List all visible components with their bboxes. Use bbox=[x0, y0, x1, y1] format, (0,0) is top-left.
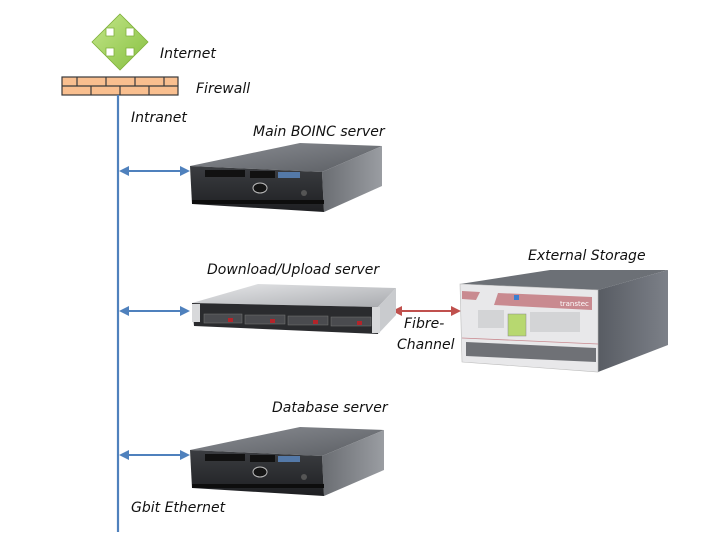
internet-label: Internet bbox=[160, 46, 216, 62]
fibre-label-line2: Channel bbox=[397, 337, 455, 353]
storage-label: External Storage bbox=[528, 248, 646, 264]
fibre-label-line1: Fibre- bbox=[404, 316, 445, 332]
db-server-icon bbox=[190, 427, 384, 496]
firewall-icon bbox=[61, 76, 179, 96]
main-server-label: Main BOINC server bbox=[253, 124, 385, 140]
internet-icon bbox=[91, 13, 149, 71]
ethernet-label: Gbit Ethernet bbox=[131, 500, 226, 516]
storage-brand-label: transtec bbox=[560, 300, 589, 308]
db-server-label: Database server bbox=[272, 400, 388, 416]
dl-server-icon bbox=[192, 284, 396, 334]
dl-server-label: Download/Upload server bbox=[207, 262, 380, 278]
intranet-label: Intranet bbox=[131, 110, 187, 126]
storage-icon: transtec bbox=[459, 270, 668, 373]
firewall-label: Firewall bbox=[196, 81, 251, 97]
main-server-icon bbox=[190, 143, 382, 212]
